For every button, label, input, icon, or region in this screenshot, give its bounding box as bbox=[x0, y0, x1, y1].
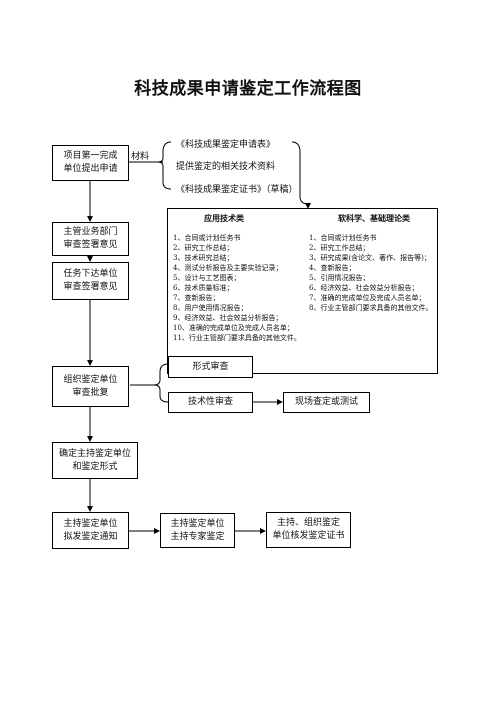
list-item: 5、设计与工艺图表； bbox=[173, 274, 241, 282]
step-certificate: 主持、组织鉴定 单位核发鉴定证书 bbox=[266, 512, 351, 548]
step-task-unit-review: 任务下达单位 审查签署意见 bbox=[52, 262, 129, 300]
step-expert-appraisal: 主持鉴定单位 主持专家鉴定 bbox=[160, 513, 235, 548]
formal-review-box: 形式审查 bbox=[168, 356, 253, 378]
list-item: 4、查新报告； bbox=[309, 264, 356, 272]
list-item: 3、研究成果(含论文、著作、报告等)； bbox=[309, 254, 431, 262]
material-label: 材料 bbox=[131, 152, 150, 162]
doc-application-form: 《科技成果鉴定申请表》 bbox=[176, 140, 276, 150]
step-approve: 组织鉴定单位 审查批复 bbox=[52, 366, 129, 407]
list-item: 7、查新报告； bbox=[173, 294, 220, 302]
step-notice: 主持鉴定单位 拟发鉴定通知 bbox=[52, 512, 129, 549]
list-item: 9、经济效益、社会效益分析报告； bbox=[173, 314, 283, 322]
docs-right-brace bbox=[291, 141, 309, 205]
list-item: 4、测试分析报告及主要实验记录； bbox=[173, 264, 283, 272]
doc-certificate-draft: 《科技成果鉴定证书》（草稿） bbox=[176, 185, 298, 195]
list-item: 3、技术研究总结； bbox=[173, 254, 234, 262]
list-item: 1、合同或计划任务书 bbox=[173, 234, 241, 242]
step-dept-review: 主管业务部门 审查签署意见 bbox=[52, 222, 129, 256]
list-item: 6、经济效益、社会效益分析报告； bbox=[309, 284, 419, 292]
applied-heading: 应用技术类 bbox=[204, 214, 244, 223]
page-title: 科技成果申请鉴定工作流程图 bbox=[134, 79, 362, 99]
list-item: 2、研究工作总结； bbox=[309, 244, 370, 252]
list-item: 7、准确的完成单位及完成人员名单； bbox=[309, 294, 426, 302]
list-item: 5、引用情况报告； bbox=[309, 274, 370, 282]
list-item: 8、行业主管部门要求具备的其他文件。 bbox=[309, 304, 433, 312]
onsite-test-box: 现场查定或测试 bbox=[283, 392, 370, 413]
doc-technical-materials: 提供鉴定的相关技术资料 bbox=[176, 162, 276, 172]
list-item: 11、行业主管部门要求具备的其他文件。 bbox=[173, 334, 301, 342]
review-brace bbox=[153, 363, 169, 403]
soft-heading: 软科学、基础理论类 bbox=[338, 214, 410, 223]
requirements-box: 应用技术类 软科学、基础理论类 1、合同或计划任务书 2、研究工作总结； 3、技… bbox=[167, 208, 438, 374]
list-item: 8、用户使用情况报告； bbox=[173, 304, 248, 312]
technical-review-box: 技术性审查 bbox=[168, 392, 253, 413]
applied-list: 1、合同或计划任务书 2、研究工作总结； 3、技术研究总结； 4、测试分析报告及… bbox=[173, 233, 301, 343]
list-item: 6、技术质量标准； bbox=[173, 284, 234, 292]
list-item: 10、准确的完成单位及完成人员名单； bbox=[173, 324, 294, 332]
soft-list: 1、合同或计划任务书 2、研究工作总结； 3、研究成果(含论文、著作、报告等)；… bbox=[309, 233, 432, 313]
list-item: 2、研究工作总结； bbox=[173, 244, 234, 252]
list-item: 1、合同或计划任务书 bbox=[309, 234, 377, 242]
step-determine-form: 确定主持鉴定单位 和鉴定形式 bbox=[52, 442, 138, 479]
step-apply: 项目第一完成 单位提出申请 bbox=[52, 145, 129, 181]
docs-brace bbox=[157, 141, 172, 190]
